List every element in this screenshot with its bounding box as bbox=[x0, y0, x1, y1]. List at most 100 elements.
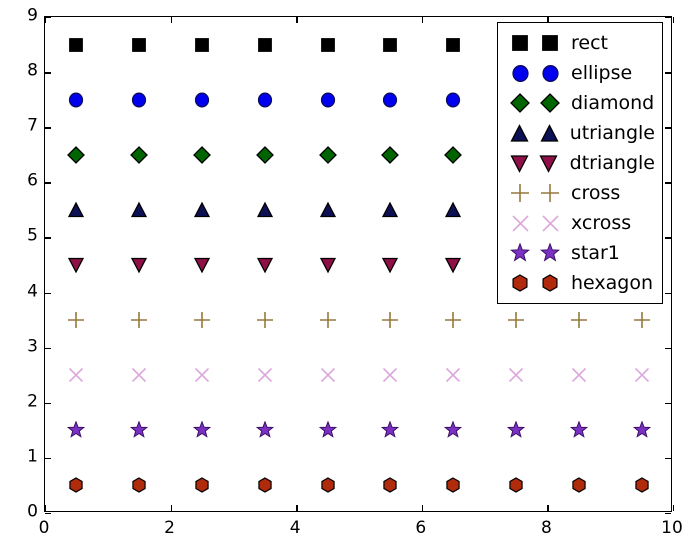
legend-marker-cross bbox=[535, 178, 565, 208]
scatter-marker-hexagon bbox=[382, 477, 398, 494]
legend-item-ellipse[interactable]: ellipse bbox=[505, 58, 655, 88]
scatter-marker-dtriangle bbox=[131, 257, 148, 274]
y-tick-mark-right bbox=[665, 237, 671, 239]
legend-item-rect[interactable]: rect bbox=[505, 28, 655, 58]
legend-label: diamond bbox=[571, 91, 655, 114]
scatter-marker-star1 bbox=[632, 420, 651, 439]
scatter-marker-cross bbox=[193, 311, 211, 329]
legend-marker-rect bbox=[535, 28, 565, 58]
x-tick-mark bbox=[45, 505, 47, 511]
y-tick-label: 1 bbox=[27, 446, 38, 467]
scatter-marker-cross bbox=[319, 311, 337, 329]
y-tick-label: 4 bbox=[27, 281, 38, 302]
legend-marker-xcross bbox=[535, 208, 565, 238]
scatter-marker-cross bbox=[633, 311, 651, 329]
legend-marker-hexagon bbox=[505, 268, 535, 298]
legend-item-cross[interactable]: cross bbox=[505, 178, 655, 208]
scatter-marker-utriangle bbox=[445, 201, 462, 218]
scatter-marker-ellipse bbox=[446, 92, 461, 108]
scatter-marker-diamond bbox=[381, 145, 400, 164]
y-tick-mark bbox=[45, 402, 51, 405]
y-tick-mark bbox=[45, 513, 51, 515]
scatter-marker-ellipse bbox=[132, 92, 147, 108]
scatter-marker-rect bbox=[383, 37, 398, 52]
scatter-marker-utriangle bbox=[131, 201, 148, 218]
scatter-marker-dtriangle bbox=[382, 257, 399, 274]
x-tick-mark bbox=[673, 505, 675, 511]
legend-label: utriangle bbox=[569, 121, 655, 144]
scatter-marker-star1 bbox=[506, 420, 526, 439]
scatter-marker-diamond bbox=[255, 145, 274, 164]
scatter-marker-diamond bbox=[444, 145, 463, 164]
y-tick-mark-right bbox=[665, 72, 671, 74]
scatter-marker-star1 bbox=[444, 420, 463, 439]
scatter-marker-ellipse bbox=[194, 92, 210, 108]
scatter-marker-diamond bbox=[67, 145, 86, 164]
scatter-marker-xcross bbox=[68, 367, 85, 384]
scatter-marker-utriangle bbox=[193, 201, 211, 218]
scatter-marker-diamond bbox=[318, 145, 337, 164]
scatter-marker-hexagon bbox=[68, 477, 84, 494]
scatter-marker-xcross bbox=[131, 367, 148, 384]
y-tick-mark bbox=[45, 457, 51, 460]
legend-item-dtriangle[interactable]: dtriangle bbox=[505, 148, 655, 178]
legend-marker-xcross bbox=[505, 208, 535, 238]
scatter-marker-hexagon bbox=[194, 477, 210, 494]
scatter-marker-hexagon bbox=[571, 477, 587, 494]
scatter-marker-cross bbox=[130, 311, 148, 329]
legend-item-star1[interactable]: star1 bbox=[505, 238, 655, 268]
legend-label: ellipse bbox=[571, 61, 633, 84]
scatter-marker-xcross bbox=[508, 367, 525, 384]
scatter-marker-utriangle bbox=[68, 201, 85, 218]
legend-item-diamond[interactable]: diamond bbox=[505, 88, 655, 118]
y-tick-label: 6 bbox=[27, 170, 38, 191]
y-tick-mark-right bbox=[665, 292, 671, 294]
scatter-marker-hexagon bbox=[131, 477, 147, 494]
x-tick-mark bbox=[296, 505, 298, 511]
scatter-marker-utriangle bbox=[382, 201, 399, 218]
scatter-marker-diamond bbox=[193, 145, 211, 164]
legend-marker-utriangle bbox=[534, 118, 563, 148]
x-tick-mark-top bbox=[673, 17, 675, 23]
x-tick-label: 8 bbox=[540, 518, 552, 538]
y-tick-mark-right bbox=[665, 182, 671, 184]
scatter-marker-ellipse bbox=[383, 92, 398, 108]
legend-item-xcross[interactable]: xcross bbox=[505, 208, 655, 238]
x-tick-label: 10 bbox=[661, 518, 683, 538]
scatter-marker-hexagon bbox=[634, 477, 650, 494]
x-tick-label: 0 bbox=[38, 518, 50, 538]
scatter-marker-xcross bbox=[445, 367, 462, 384]
x-tick-label: 4 bbox=[289, 518, 301, 538]
scatter-marker-hexagon bbox=[508, 477, 524, 494]
scatter-marker-dtriangle bbox=[445, 257, 462, 274]
x-tick-label: 6 bbox=[415, 518, 427, 538]
legend-item-hexagon[interactable]: hexagon bbox=[505, 268, 655, 298]
y-tick-mark bbox=[45, 237, 51, 239]
x-tick-mark bbox=[170, 505, 172, 511]
legend-marker-ellipse bbox=[535, 58, 565, 88]
scatter-marker-rect bbox=[257, 37, 272, 52]
x-tick-mark-top bbox=[170, 17, 172, 23]
scatter-marker-rect bbox=[69, 37, 84, 52]
legend-marker-diamond bbox=[535, 88, 565, 118]
legend-marker-dtriangle bbox=[534, 148, 563, 178]
x-tick-mark-top bbox=[421, 17, 424, 23]
scatter-marker-rect bbox=[446, 37, 461, 52]
scatter-marker-xcross bbox=[633, 367, 650, 384]
scatter-marker-hexagon bbox=[445, 477, 461, 494]
scatter-marker-star1 bbox=[192, 420, 212, 439]
scatter-marker-hexagon bbox=[257, 477, 273, 494]
scatter-marker-dtriangle bbox=[68, 257, 85, 274]
scatter-marker-star1 bbox=[569, 420, 588, 439]
scatter-marker-rect bbox=[195, 37, 209, 52]
scatter-marker-xcross bbox=[319, 367, 336, 384]
legend-item-utriangle[interactable]: utriangle bbox=[505, 118, 655, 148]
x-tick-mark-top bbox=[296, 17, 298, 23]
y-tick-mark-right bbox=[665, 127, 671, 129]
x-tick-mark-top bbox=[45, 17, 47, 23]
scatter-marker-utriangle bbox=[319, 201, 336, 218]
scatter-marker-star1 bbox=[130, 420, 149, 439]
legend-label: xcross bbox=[571, 211, 632, 234]
legend-marker-hexagon bbox=[535, 268, 565, 298]
